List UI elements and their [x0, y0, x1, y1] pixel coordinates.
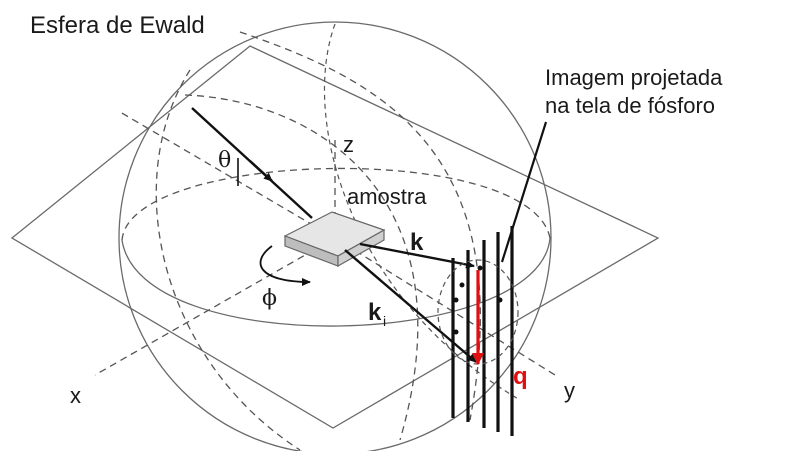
- k-scattered-label: k: [410, 229, 424, 256]
- k-incident-subscript: i: [383, 313, 386, 329]
- screen-caption-line1: Imagem projetada: [545, 65, 723, 90]
- axis-back-line: [119, 111, 336, 239]
- phi-rotation-arrow: [259, 245, 311, 286]
- phosphor-screen: [451, 226, 514, 436]
- horizontal-plane: [10, 45, 660, 429]
- screen-callout-line: [500, 121, 548, 263]
- sample-block: [283, 211, 386, 268]
- k-incident-label: k: [368, 299, 382, 326]
- sphere-meridian-2: [239, 31, 481, 421]
- axis-y-label: y: [564, 378, 575, 403]
- axis-x-label: x: [70, 383, 81, 408]
- q-label: q: [513, 363, 528, 390]
- theta-label: θ: [218, 148, 231, 173]
- phi-label: ϕ: [262, 286, 277, 311]
- sphere-meridian-1: [155, 69, 301, 451]
- incident-beam-arrow: [249, 160, 273, 182]
- k-scattered-vector: [359, 242, 475, 269]
- sphere-meridian-3: [184, 94, 419, 441]
- k-incident-vector: [344, 249, 477, 363]
- axis-z-label: z: [343, 132, 354, 157]
- axis-x-line: [94, 237, 336, 376]
- sample-label: amostra: [347, 184, 427, 209]
- screen-caption-line2: na tela de fósforo: [545, 93, 715, 118]
- sphere-equator-back: [121, 167, 551, 241]
- sphere-meridian-4: [323, 23, 521, 401]
- ewald-sphere: [118, 21, 552, 451]
- title-label: Esfera de Ewald: [30, 12, 205, 39]
- diffraction-spots: [453, 265, 503, 335]
- sphere-equator-front: [121, 237, 551, 327]
